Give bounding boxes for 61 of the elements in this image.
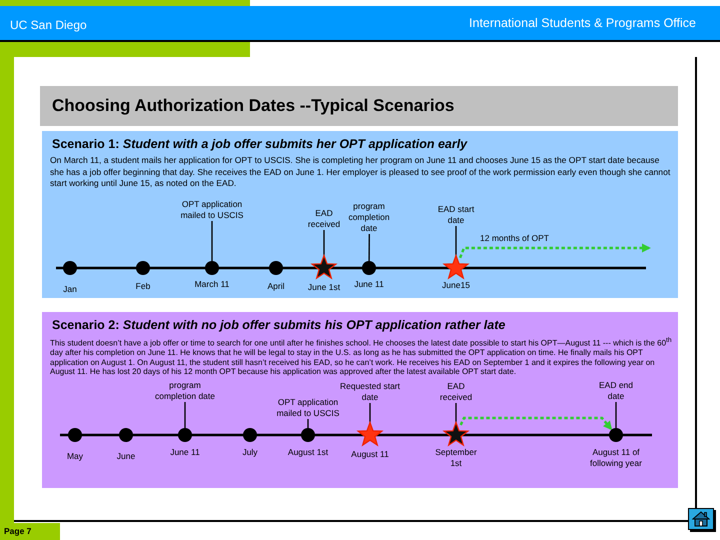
leader-line — [455, 403, 457, 424]
date-label: Feb — [135, 281, 151, 292]
leader-line — [184, 402, 186, 428]
dot-icon — [301, 428, 315, 442]
date-label: August 11 — [350, 449, 390, 460]
scenario-description: On March 11, a student mails her application for OPT to USCIS. She is completing her program on June 11 and chooses June 15 as the OPT start date because she has a job offer beginning that day. She receives the EAD on June 1. Her employer is pleased to see proof of the work permission early even though she cannot start working until June 15, as noted on the EAD. — [50, 155, 672, 190]
date-label: August 11 of following year — [590, 447, 642, 469]
dot-icon — [63, 261, 77, 275]
dot-icon — [205, 261, 219, 275]
date-label: April — [266, 281, 286, 292]
scenario-panel — [42, 131, 678, 298]
date-label: June 1st — [307, 282, 341, 293]
leader-line — [615, 402, 617, 428]
callout-label: OPT application mailed to USCIS — [180, 199, 244, 221]
dot-icon — [362, 261, 376, 275]
page-number: Page 7 — [4, 526, 32, 536]
dot-icon — [136, 261, 150, 275]
callout-label: EAD start date — [437, 204, 475, 226]
date-label: July — [242, 447, 258, 458]
dot-icon — [243, 428, 257, 442]
callout-label: EAD received — [307, 208, 341, 230]
date-label: August 1st — [287, 447, 329, 458]
date-label: March 11 — [194, 279, 230, 290]
callout-label: EAD received — [439, 381, 473, 403]
office-name: International Students & Programs Office — [469, 16, 696, 30]
dot-icon — [609, 428, 623, 442]
callout-label: program completion date — [154, 380, 216, 402]
callout-label: Requested start date — [339, 381, 401, 403]
leader-line — [369, 403, 371, 424]
date-label: June 11 — [354, 279, 384, 290]
callout-label: EAD end date — [598, 380, 634, 402]
scenario-description: This student doesn’t have a job offer or time to search for one until after he finishes school. He chooses the latest date possible to start his OPT—August 11 --- which is the 60$^{th}$ day after his completion on June 11. He knows that he will be legal to stay in the U.S. as long as he has submitted the OPT application on time. He finally mails his OPT application on August 1. On August 11, the student still hasn’t received his EAD, so he can’t work. He receives his EAD on September 1 and it expires the following year on August 11. He has lost 20 days of his 12 month OPT because his application was approved after the latest available OPT start date. — [50, 336, 672, 378]
star-icon — [311, 254, 337, 280]
university-name: UC San Diego — [10, 18, 87, 32]
callout-label: OPT application mailed to USCIS — [276, 397, 340, 419]
dot-icon — [178, 428, 192, 442]
dot-icon — [119, 428, 133, 442]
scenario-heading: Scenario 2: Student with no job offer submits his OPT application rather late — [52, 318, 506, 332]
star-icon — [443, 421, 469, 447]
leader-line — [211, 221, 213, 261]
page-title: Choosing Authorization Dates --Typical Scenarios — [52, 96, 454, 116]
arrow — [460, 416, 613, 430]
dot-icon — [269, 261, 283, 275]
header-band — [0, 6, 720, 42]
leader-line — [323, 230, 325, 257]
leader-line — [368, 234, 370, 261]
date-label: September 1st — [434, 447, 478, 469]
scenario-panel — [42, 312, 678, 488]
date-label: Jan — [62, 284, 78, 295]
date-label: June 11 — [170, 447, 200, 458]
star-icon — [357, 421, 383, 447]
date-label: June15 — [442, 280, 470, 291]
star-icon — [443, 254, 469, 280]
arrow — [458, 244, 651, 258]
scenario-heading: Scenario 1: Student with a job offer submits her OPT application early — [52, 137, 468, 151]
dot-icon — [68, 428, 82, 442]
date-label: May — [66, 451, 84, 462]
leader-line — [455, 226, 457, 257]
edge-label: 12 months of OPT — [478, 233, 551, 244]
callout-label: program completion date — [348, 201, 390, 234]
date-label: June — [116, 451, 136, 462]
